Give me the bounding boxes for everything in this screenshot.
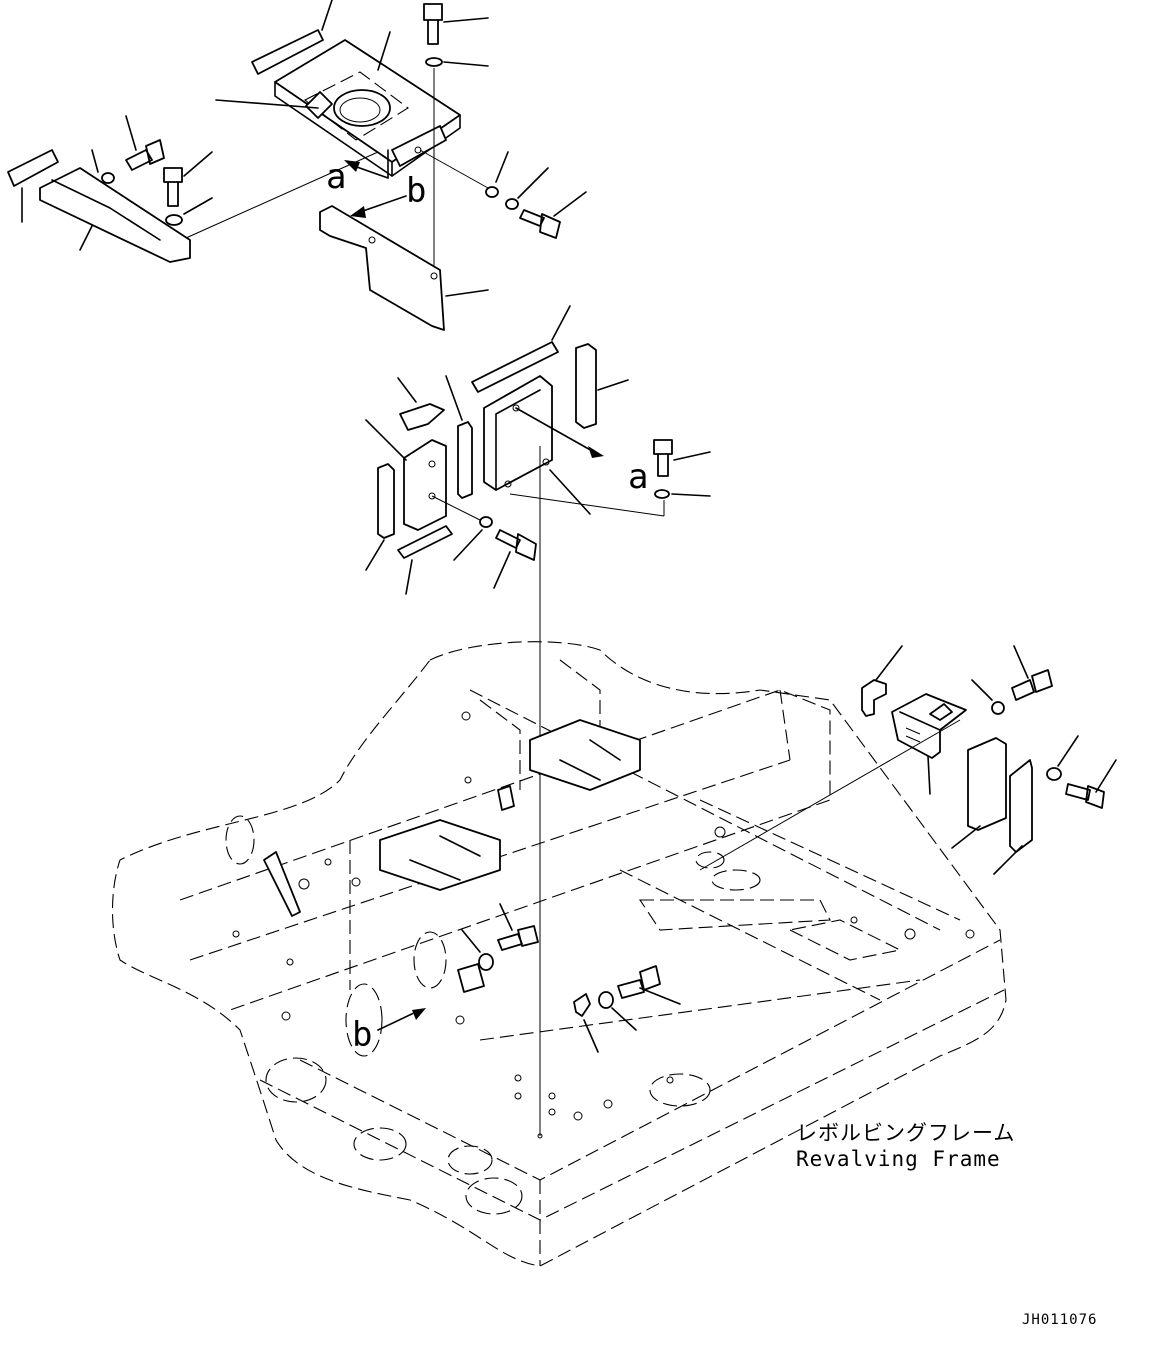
washer [425,57,443,67]
bolt [1011,669,1053,701]
vertical-spacer [377,463,395,539]
spacer-bar [251,29,324,75]
frame-hook [263,851,301,917]
callout-b-frame-label: b [352,1015,372,1055]
plate-hole [333,89,391,127]
rubber-block [967,737,1007,831]
spacer-block [7,149,59,187]
bolt [125,139,165,171]
frame-label-japanese: レボルビングフレーム [796,1121,1015,1145]
clip [861,679,887,717]
clamp [573,993,591,1017]
bolt [519,209,561,239]
angle-bracket [891,693,967,759]
rubber-block [403,439,447,531]
middle-box-assembly: a [365,305,711,1136]
long-spacer [471,341,559,393]
callout-a-label: a [326,157,346,197]
mount-pad [379,819,501,891]
top-cover-plate-assembly [215,0,461,177]
mid-right-bolt-group [419,149,587,239]
bolt [1065,783,1105,809]
callout-b-frame: b [352,1008,426,1055]
callout-a-top: a [326,149,389,197]
vertical-spacer [575,343,597,429]
bolt [495,529,537,561]
frame-label-english: Revalving Frame [796,1147,1001,1171]
wedge-block [399,403,445,431]
angle-bracket [1009,759,1033,853]
drawing-code: JH011076 [1022,1312,1097,1328]
callout-b-label: b [406,171,426,211]
callout-a-middle-label: a [628,457,648,497]
frame-bolt-group [461,903,681,1053]
right-bracket-assembly [699,645,1117,875]
bolt [653,439,673,477]
top-bolt-group [423,3,489,278]
vertical-spacer [457,421,473,499]
bolt [497,925,539,951]
bolt [163,167,183,207]
side-plate [319,205,445,331]
revolving-frame [112,641,1007,1267]
bolt [423,3,443,45]
channel-box [483,375,553,491]
mount-pad [529,719,641,791]
left-bracket-assembly [7,115,379,263]
bolt [617,965,661,999]
short-spacer [397,525,453,559]
callout-b-top: b [319,171,489,331]
